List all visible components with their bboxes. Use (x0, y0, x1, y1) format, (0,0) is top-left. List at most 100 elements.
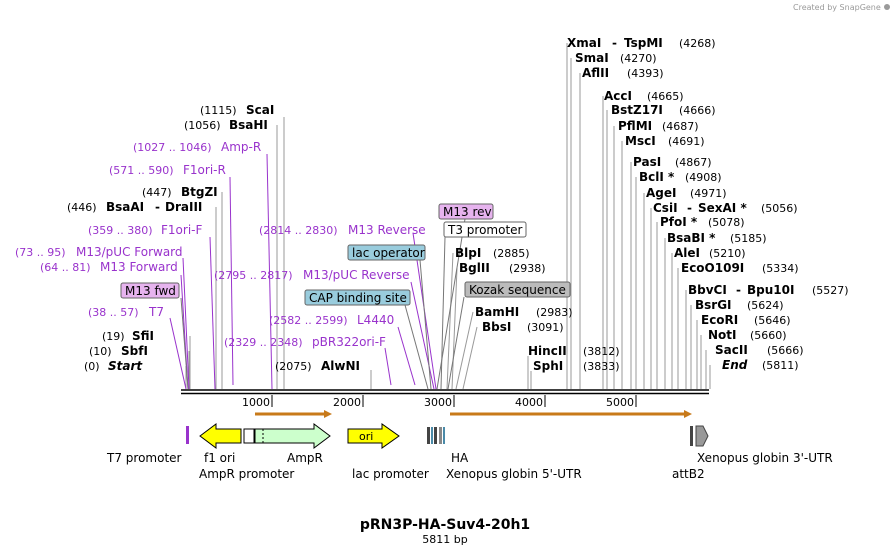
site-sexai: SexAI * (698, 201, 747, 215)
site-start: Start (108, 359, 143, 373)
ruler-label-4000: 4000 (515, 396, 543, 409)
ori-label: ori (359, 430, 373, 443)
site-bbsi-pos: (3091) (527, 321, 564, 334)
site-bstz17i-pos: (4666) (679, 104, 716, 117)
ruler-label-3000: 3000 (424, 396, 452, 409)
plasmid-title: pRN3P-HA-Suv4-20h1 (360, 517, 530, 533)
primer-f1ori-r-range: (571 .. 590) (109, 164, 174, 177)
ampr-feature (254, 423, 331, 449)
site-bcli: BclI * (639, 170, 675, 184)
primer-m13-fwd-range: (64 .. 81) (40, 261, 91, 274)
site-bbsi: BbsI (482, 320, 511, 334)
site-scai-pos: (1115) (200, 104, 237, 117)
site-hincii-pos: (3812) (583, 345, 620, 358)
primer-m13puc-fwd-range: (73 .. 95) (15, 246, 66, 259)
site-bbvci-pos: (5527) (812, 284, 849, 297)
site-dash-4: - (155, 200, 160, 214)
site-sphi-pos: (3833) (583, 360, 620, 373)
site-csii: CsiI (653, 201, 678, 215)
orf-arrow-right (450, 410, 692, 418)
orf-arrow-left (255, 410, 332, 418)
site-pflmi-pos: (4687) (662, 120, 699, 133)
site-pflmi: PflMI (618, 119, 652, 133)
site-aflii-pos: (4393) (627, 67, 664, 80)
site-tspmi: TspMI (624, 36, 663, 50)
site-dash-2: - (687, 201, 692, 215)
site-bsrgi: BsrGI (695, 298, 732, 312)
site-smai-pos: (4270) (620, 52, 657, 65)
site-bbvci: BbvCI (688, 283, 727, 297)
site-bsaai-pos: (446) (67, 201, 97, 214)
snapgene-logo-icon (884, 4, 890, 10)
site-sbfi-pos: (10) (89, 345, 112, 358)
primer-m13puc-rev-name: M13/pUC Reverse (303, 268, 410, 282)
site-start-pos: (0) (84, 360, 100, 373)
site-bstz17i: BstZ17I (611, 103, 663, 117)
site-draiii: DraIII (165, 200, 202, 214)
site-ecori-pos: (5646) (754, 314, 791, 327)
xenopus-5utr-label: Xenopus globin 5'-UTR (446, 467, 582, 481)
kozak-sequence-box: Kozak sequence (464, 281, 571, 298)
attb2-feature (690, 426, 693, 446)
primer-l4440-range: (2582 .. 2599) (269, 314, 348, 327)
primer-m13puc-fwd-name: M13/pUC Forward (76, 245, 183, 259)
svg-text:Kozak sequence: Kozak sequence (469, 283, 566, 297)
site-pasi: PasI (633, 155, 661, 169)
svg-text:M13 fwd: M13 fwd (125, 284, 176, 298)
site-bpu10i: Bpu10I (747, 283, 794, 297)
primer-t7-range: (38 .. 57) (88, 306, 139, 319)
site-bsrgi-pos: (5624) (747, 299, 784, 312)
site-agei: AgeI (646, 186, 676, 200)
ori-feature (347, 423, 400, 449)
site-bamhi: BamHI (475, 305, 519, 319)
cap-binding-site-box: CAP binding site (304, 289, 411, 306)
attb2-label: attB2 (672, 467, 705, 481)
f1-ori-feature (199, 423, 242, 449)
ruler-ticks (271, 395, 637, 407)
site-sfii: SfiI (132, 329, 154, 343)
site-alwni-pos: (2075) (275, 360, 312, 373)
right-cluster-leaders (566, 43, 711, 389)
svg-text:T3 promoter: T3 promoter (447, 223, 523, 237)
site-dash: - (612, 36, 617, 50)
primer-ampr-name: Amp-R (221, 140, 261, 154)
site-eco0109i: EcoO109I (681, 261, 744, 275)
primer-t7-name: T7 (148, 305, 164, 319)
site-pasi-pos: (4867) (675, 156, 712, 169)
site-bglii: BglII (459, 261, 490, 275)
lac-promoter-label: lac promoter (352, 467, 429, 481)
site-bsabi-pos: (5185) (730, 232, 767, 245)
svg-text:CAP binding site: CAP binding site (309, 291, 407, 305)
site-msci-pos: (4691) (668, 135, 705, 148)
site-aflii: AflII (582, 66, 609, 80)
primer-pbr322ori-f-name: pBR322ori-F (312, 335, 386, 349)
svg-text:lac operator: lac operator (352, 246, 425, 260)
site-sbfi: SbfI (121, 344, 148, 358)
site-smai: SmaI (575, 51, 609, 65)
site-dash-3: - (736, 283, 741, 297)
lac-promoter-feature (427, 427, 437, 444)
xenopus-3utr-feature (695, 425, 709, 447)
site-noti-pos: (5660) (750, 329, 787, 342)
primer-f1ori-f-name: F1ori-F (161, 223, 202, 237)
site-acci-pos: (4665) (647, 90, 684, 103)
ha-label: HA (451, 451, 469, 465)
primer-pbr322ori-f-range: (2329 .. 2348) (224, 336, 303, 349)
dna-backbone (181, 389, 709, 395)
site-msci: MscI (625, 134, 656, 148)
site-hincii: HincII (528, 344, 567, 358)
primer-m13-rev-range: (2814 .. 2830) (259, 224, 338, 237)
primer-m13-rev-name: M13 Reverse (348, 223, 426, 237)
t7-promoter-label: T7 promoter (106, 451, 182, 465)
m13-rev-box: M13 rev (438, 203, 494, 220)
site-sphi: SphI (533, 359, 563, 373)
site-acci: AccI (604, 89, 632, 103)
site-csii-pos: (5056) (761, 202, 798, 215)
site-bsaai: BsaAI (106, 200, 144, 214)
credit-text: Created by SnapGene (793, 3, 881, 12)
site-bsabi: BsaBI * (667, 231, 716, 245)
ampr-promoter-label: AmpR promoter (199, 467, 294, 481)
site-xmai-pos: (4268) (679, 37, 716, 50)
site-blpi-pos: (2885) (493, 247, 530, 260)
